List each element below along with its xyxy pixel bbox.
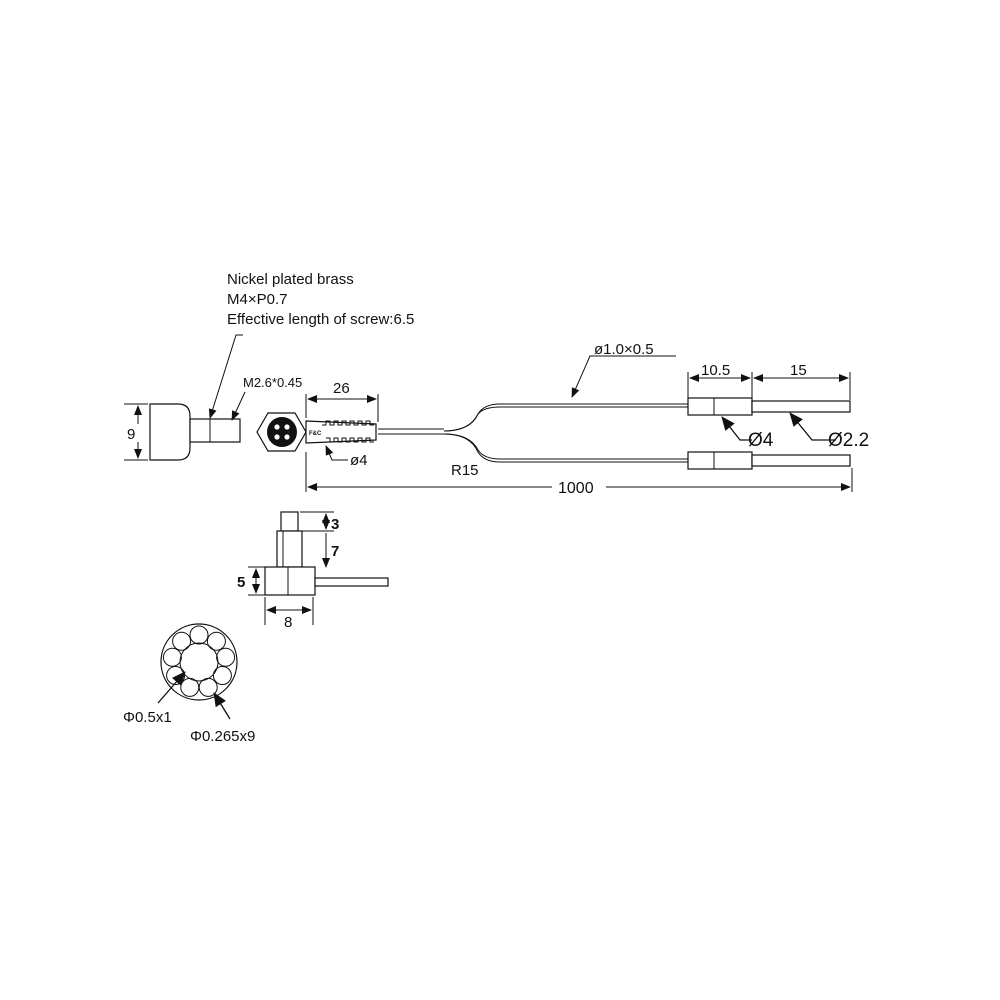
side-view: 3 7 5 8 bbox=[237, 511, 389, 631]
fiber-face bbox=[267, 417, 297, 447]
side-cap bbox=[280, 511, 299, 532]
dim-dia-4: ø4 bbox=[350, 452, 368, 469]
dim-tip-15: 15 bbox=[790, 362, 807, 379]
side-body bbox=[264, 566, 316, 596]
head-screw bbox=[189, 418, 241, 443]
label-fiber-dia: ø1.0×0.5 bbox=[594, 341, 654, 358]
dim-total-1000: 1000 bbox=[558, 480, 594, 497]
label-m26-thread: M2.6*0.45 bbox=[243, 375, 302, 390]
note-thread: M4×P0.7 bbox=[227, 291, 287, 308]
fiber-end-view: Φ0.5x1 Φ0.265x9 bbox=[123, 623, 255, 745]
split-fiber-cable: R15 ø1.0×0.5 10.5 15 Ø4 Ø2.2 1000 bbox=[305, 341, 869, 497]
label-ring-fibers: Φ0.265x9 bbox=[190, 728, 255, 745]
dim-length-26: 26 bbox=[333, 380, 350, 397]
side-stem bbox=[276, 530, 303, 568]
dim-top-3: 3 bbox=[331, 516, 339, 533]
tip-bottom bbox=[751, 454, 851, 467]
note-screw-length: Effective length of screw:6.5 bbox=[227, 311, 414, 328]
head-side-view: 9 M2.6*0.45 bbox=[124, 375, 302, 461]
note-material: Nickel plated brass bbox=[227, 271, 354, 288]
sleeve-top bbox=[687, 397, 753, 416]
material-notes: Nickel plated brass M4×P0.7 Effective le… bbox=[208, 271, 414, 419]
tip-top bbox=[751, 400, 851, 413]
ring-fibers bbox=[162, 625, 236, 697]
brand-mark: F&C bbox=[309, 431, 322, 437]
side-cable bbox=[314, 577, 389, 587]
dim-sleeve-dia-4: Ø4 bbox=[748, 430, 774, 451]
sleeve-bottom bbox=[687, 451, 753, 470]
dim-height-9: 9 bbox=[127, 426, 135, 443]
dim-body-5: 5 bbox=[237, 574, 245, 591]
dim-width-8: 8 bbox=[284, 614, 292, 631]
dim-tip-dia-2-2: Ø2.2 bbox=[828, 430, 869, 451]
head-body bbox=[149, 403, 191, 461]
dim-stem-7: 7 bbox=[331, 543, 339, 560]
dim-sleeve-10-5: 10.5 bbox=[701, 362, 730, 379]
label-center-fiber: Φ0.5x1 bbox=[123, 709, 172, 726]
note-leader bbox=[208, 334, 243, 419]
label-bend-radius: R15 bbox=[451, 462, 479, 479]
hex-head-view: F&C 26 ø4 bbox=[256, 380, 444, 469]
